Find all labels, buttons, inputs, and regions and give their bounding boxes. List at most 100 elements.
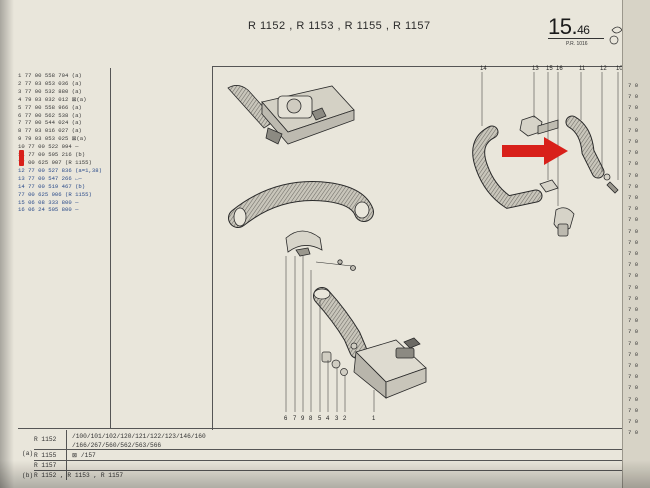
adjacent-code: 7 0 bbox=[628, 306, 639, 314]
table-row-r1152-model: R 1152 bbox=[34, 436, 57, 443]
adjacent-code: 7 0 bbox=[628, 82, 639, 89]
parts-list-row: 11 77 00 595 216 (b) bbox=[18, 151, 86, 159]
hose-clamp bbox=[285, 230, 356, 271]
callout-label: 2 bbox=[343, 416, 347, 422]
adjacent-code: 7 0 bbox=[628, 328, 639, 336]
adjacent-code: 7 0 bbox=[628, 205, 639, 213]
table-row-r1152-codes-a: /100/101/102/120/121/122/123/146/160 bbox=[72, 433, 206, 440]
page-number-sub: 46 bbox=[577, 23, 590, 37]
adjacent-code: 7 0 bbox=[628, 126, 639, 134]
parts-list-row: 9 79 03 053 025 ⊠(a) bbox=[18, 135, 87, 143]
callout-label: 11 bbox=[579, 66, 586, 72]
callout-label: 7 bbox=[293, 416, 297, 422]
callout-label: 8 bbox=[309, 416, 313, 422]
callout-label: 1 bbox=[372, 416, 376, 422]
spring-icon bbox=[609, 26, 623, 45]
adjacent-code: 7 0 bbox=[628, 216, 639, 224]
adjacent-code: 7 0 bbox=[628, 115, 639, 123]
adjacent-code: 7 0 bbox=[628, 104, 639, 112]
page-number-underline bbox=[548, 38, 604, 39]
parts-list: 1 77 00 558 704 (a)2 77 03 053 036 (a)3 … bbox=[18, 72, 102, 214]
adjacent-code: 7 0 bbox=[628, 182, 639, 190]
red-highlight-marker bbox=[19, 150, 24, 166]
adjacent-code: 7 0 bbox=[628, 160, 639, 168]
parts-list-row: 2 77 03 053 036 (a) bbox=[18, 79, 82, 87]
adjacent-code: 7 0 bbox=[628, 171, 639, 179]
parts-list-row: 6 77 00 562 538 (a) bbox=[18, 111, 82, 119]
adjacent-code: 7 0 bbox=[628, 283, 639, 291]
column-divider-left bbox=[110, 68, 111, 428]
adjacent-code: 7 0 bbox=[628, 138, 639, 146]
callout-label: 15 bbox=[546, 66, 553, 72]
hose-elbow bbox=[313, 287, 367, 359]
adjacent-code: 7 0 bbox=[628, 272, 639, 280]
parts-list-row: 12 77 00 527 836 (a=1,38) bbox=[18, 166, 102, 174]
diagram-frame-top bbox=[212, 66, 622, 67]
diagram-frame-left bbox=[212, 66, 213, 430]
adjacent-code: 7 0 bbox=[628, 238, 639, 246]
adjacent-code: 7 0 bbox=[628, 362, 639, 370]
adjacent-code: 7 0 bbox=[628, 194, 639, 202]
parts-list-row: 16 06 24 505 800 — bbox=[18, 206, 79, 214]
page-number-main: 15. bbox=[548, 14, 578, 39]
callout-label: 3 bbox=[335, 416, 339, 422]
table-row-b-models: R 1152 , R 1153 , R 1157 bbox=[34, 472, 124, 479]
parts-list-row: 1 77 00 558 704 (a) bbox=[18, 72, 82, 79]
heater-valve-assembly bbox=[227, 85, 355, 145]
table-rule-2 bbox=[34, 460, 622, 461]
callout-label: 13 bbox=[532, 66, 539, 72]
small-fasteners bbox=[321, 342, 358, 376]
callout-label: 12 bbox=[600, 66, 607, 72]
adjacent-code: 7 0 bbox=[628, 250, 639, 258]
adjacent-code: 7 0 bbox=[628, 294, 639, 302]
table-col-divider bbox=[66, 430, 67, 480]
adjacent-code: 7 0 bbox=[628, 418, 639, 426]
adjacent-code: 7 0 bbox=[628, 261, 639, 269]
table-rule-3 bbox=[34, 470, 622, 471]
heater-hose-large bbox=[228, 181, 374, 228]
parts-list-row: 77 00 625 906 (R 1155) bbox=[18, 190, 92, 198]
table-row-r1152-codes-b: /166/267/560/562/563/566 bbox=[72, 442, 162, 449]
callout-label: 16 bbox=[556, 66, 563, 72]
bottom-leader-lines bbox=[285, 256, 375, 412]
page-number: 15.46 bbox=[548, 14, 590, 40]
adjacent-page-codes: 7 0 7 0 7 0 7 0 7 0 7 0 7 0 7 0 7 0 7 0 7 0 7 0 7 0 7… bbox=[628, 80, 638, 439]
adjacent-code: 7 0 bbox=[628, 339, 639, 347]
parts-list-row: 3 77 00 532 880 (a) bbox=[18, 87, 82, 95]
adjacent-code: 7 0 bbox=[628, 384, 639, 392]
models-header: R 1152 , R 1153 , R 1155 , R 1157 bbox=[248, 20, 431, 32]
table-label-a: (a) bbox=[22, 450, 34, 457]
adjacent-code: 7 0 bbox=[628, 406, 639, 414]
red-arrow-annotation bbox=[502, 137, 568, 165]
callout-label: 14 bbox=[480, 66, 487, 72]
adjacent-code: 7 0 bbox=[628, 317, 639, 325]
callout-label: 4 bbox=[326, 416, 330, 422]
table-top-line bbox=[18, 428, 622, 429]
parts-list-row: 15 06 08 333 800 — bbox=[18, 198, 79, 206]
adjacent-code: 7 0 bbox=[628, 350, 639, 358]
parts-list-row: 4 79 03 032 012 ⊠(a) bbox=[18, 95, 87, 103]
table-label-b: (b) bbox=[22, 472, 34, 479]
adjacent-code: 7 0 bbox=[628, 93, 639, 101]
callout-label: 6 bbox=[284, 416, 288, 422]
parts-list-row: 7 77 00 544 024 (a) bbox=[18, 119, 82, 127]
table-rule-1 bbox=[34, 449, 622, 450]
parts-list-row: 8 77 03 016 027 (a) bbox=[18, 127, 82, 135]
page-ref: P.R. 1016 bbox=[566, 41, 588, 47]
adjacent-code: 7 0 bbox=[628, 149, 639, 157]
table-row-r1157-model: R 1157 bbox=[34, 462, 57, 469]
adjacent-code: 7 0 bbox=[628, 429, 639, 437]
callout-label: 5 bbox=[318, 416, 322, 422]
heater-box bbox=[353, 337, 427, 399]
table-row-r1155-model: R 1155 bbox=[34, 452, 57, 459]
parts-list-row: 77 00 625 907 (R 1155) bbox=[18, 158, 92, 166]
parts-list-row: 10 77 00 522 094 — bbox=[18, 143, 79, 151]
callout-label: 9 bbox=[301, 416, 305, 422]
adjacent-code: 7 0 bbox=[628, 395, 639, 403]
adjacent-code: 7 0 bbox=[628, 373, 639, 381]
upper-right-hose-assembly bbox=[472, 72, 619, 237]
